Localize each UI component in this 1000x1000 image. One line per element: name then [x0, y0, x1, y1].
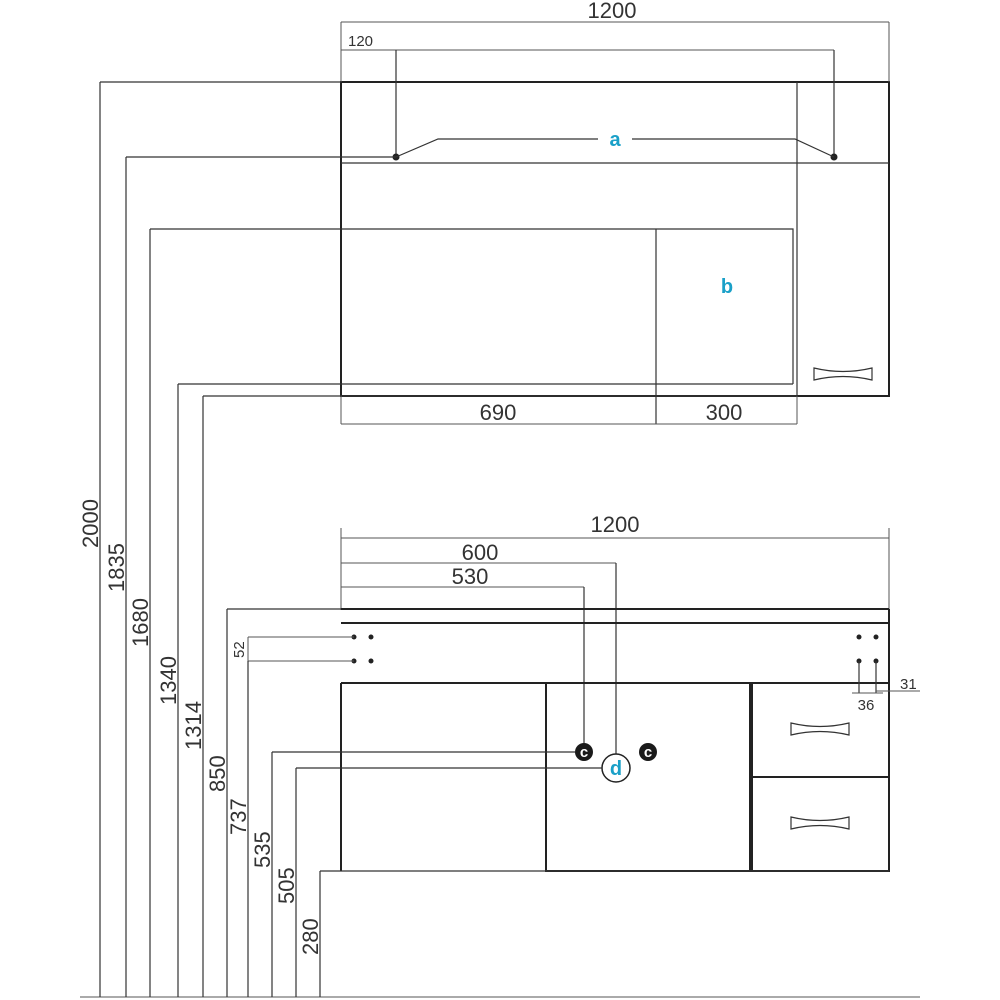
- right-section-label: 300: [706, 400, 743, 425]
- dim-600-label: 600: [462, 540, 499, 565]
- callout-a: a: [609, 129, 621, 151]
- callout-c-right: c: [644, 744, 652, 761]
- dim-36-label: 36: [858, 697, 875, 714]
- left-section-label: 690: [480, 400, 517, 425]
- wall-unit-handle-icon: [813, 367, 873, 381]
- wall-unit: 1200 120 a b 690 300: [150, 0, 890, 425]
- height-dimensions: 2000 1835 1680 1340 1314 850 737 535 505…: [78, 81, 920, 998]
- dim-31-label: 31: [900, 676, 917, 693]
- drawer-top-handle-icon: [790, 722, 850, 736]
- drawer-bottom: [751, 776, 890, 872]
- dim-52-label: 52: [231, 641, 248, 658]
- drawer-bottom-handle-icon: [790, 816, 850, 830]
- height-label-1680: 1680: [128, 598, 153, 647]
- wall-offset-label: 120: [348, 33, 373, 50]
- dim-530-label: 530: [452, 564, 489, 589]
- height-label-1340: 1340: [156, 656, 181, 705]
- callout-d: d: [610, 758, 622, 780]
- height-label-1835: 1835: [104, 543, 129, 592]
- wall-width-label: 1200: [588, 0, 637, 23]
- height-label-850: 850: [205, 755, 230, 792]
- door-center: [545, 682, 751, 872]
- base-unit: 1200 600 530: [227, 512, 920, 872]
- mount-holes-right-icon: [856, 634, 879, 664]
- callout-b: b: [721, 276, 733, 298]
- height-label-505: 505: [274, 867, 299, 904]
- height-label-2000: 2000: [78, 499, 103, 548]
- height-label-535: 535: [250, 831, 275, 868]
- height-label-737: 737: [226, 798, 251, 835]
- connection-c-left-icon: [575, 743, 593, 761]
- base-width-label: 1200: [591, 512, 640, 537]
- height-label-280: 280: [298, 918, 323, 955]
- connection-c-right-icon: [639, 743, 657, 761]
- height-label-1314: 1314: [181, 701, 206, 750]
- mount-holes-left-icon: [351, 634, 374, 664]
- callout-c-left: c: [580, 744, 588, 761]
